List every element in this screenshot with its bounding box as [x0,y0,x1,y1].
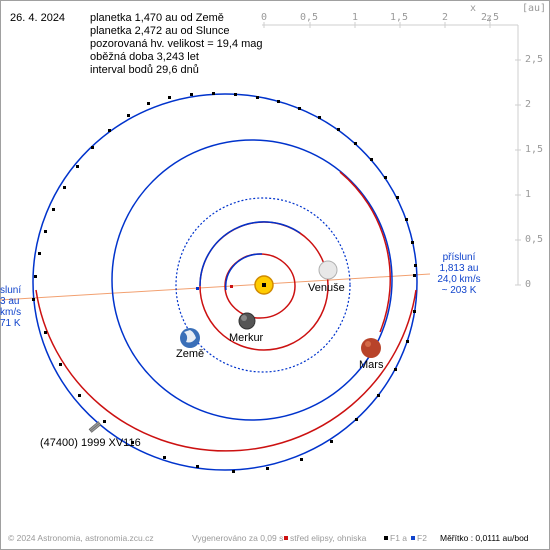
venus-label: Venuše [308,282,345,294]
x-tick-label: 1 [352,12,359,23]
asteroid-orbit-points [32,92,417,473]
f2-swatch [411,536,416,541]
info-line: planetka 1,470 au od Země [90,12,224,24]
x-axis-label: x [470,3,477,14]
venus-body [318,260,338,280]
mercury-label: Merkur [229,332,264,344]
perihelion-temp: ~ 203 K [441,285,477,296]
center-swatch [284,536,288,541]
x-tick-label: 2 [442,12,449,23]
earth-orbit [175,197,351,373]
x-tick-label: 2,5 [481,12,500,23]
y-tick-label: 0,5 [525,234,544,245]
info-line: interval bodů 29,6 dnů [90,64,199,76]
mars-label: Mars [359,359,384,371]
aphelion-distance: 3 au [0,296,20,307]
aphelion-block: sluní 3 au km/s 71 K [0,285,21,329]
ellipse-center-marker [230,285,233,288]
f1-swatch [384,536,388,541]
x-tick-label: 0,5 [300,12,319,23]
asteroid-orbit [32,93,418,471]
perihelion-title: přísluní [442,252,476,263]
legend-center: střed elipsy, ohniska [284,533,366,543]
focus-marker [196,287,199,290]
asteroid-orbit-red [35,289,417,452]
asteroid-body [88,421,102,433]
copyright-link[interactable]: © 2024 Astronomia, astronomia.zcu.cz [8,533,154,543]
x-tick-label: 0 [261,12,268,23]
perihelion-marker [413,274,416,277]
info-line: oběžná doba 3,243 let [90,51,199,63]
mercury-orbit-blue [224,253,263,291]
perihelion-distance: 1,813 au [439,263,479,274]
mars-orbit [111,139,393,421]
mercury-body [238,312,256,330]
perihelion-speed: 24,0 km/s [437,274,481,285]
aphelion-temp: 71 K [0,318,21,329]
venus-orbit-blue [199,221,301,287]
scale-label: Měřítko : 0,0111 au/bod [440,533,529,543]
aphelion-speed: km/s [0,307,22,318]
generated-time: Vygenerováno za 0,09 s [192,533,284,543]
mars-orbit-red [339,171,391,333]
x-tick-label: 1,5 [390,12,409,23]
info-line: pozorovaná hv. velikost = 19,4 mag [90,38,263,50]
axis-ticks [263,22,521,286]
earth-label: Země [176,348,205,360]
sun-focus [262,283,266,287]
info-block: planetka 1,470 au od Země planetka 2,472… [90,12,263,77]
aphelion-title: sluní [0,285,22,296]
date-label: 26. 4. 2024 [10,12,66,24]
info-line: planetka 2,472 au od Slunce [90,25,230,37]
y-tick-label: 1,5 [525,144,544,155]
y-tick-label: 1 [525,189,532,200]
mars-body [361,338,381,358]
y-tick-label: 0 [525,279,532,290]
perihelion-block: přísluní 1,813 au 24,0 km/s ~ 203 K [434,252,484,296]
z-axis-label: z [486,13,493,24]
y-tick-label: 2,5 [525,54,544,65]
unit-label: [au] [522,3,547,14]
asteroid-label: (47400) 1999 XV116 [40,437,141,449]
apsis-line [0,273,431,301]
y-tick-label: 2 [525,99,532,110]
